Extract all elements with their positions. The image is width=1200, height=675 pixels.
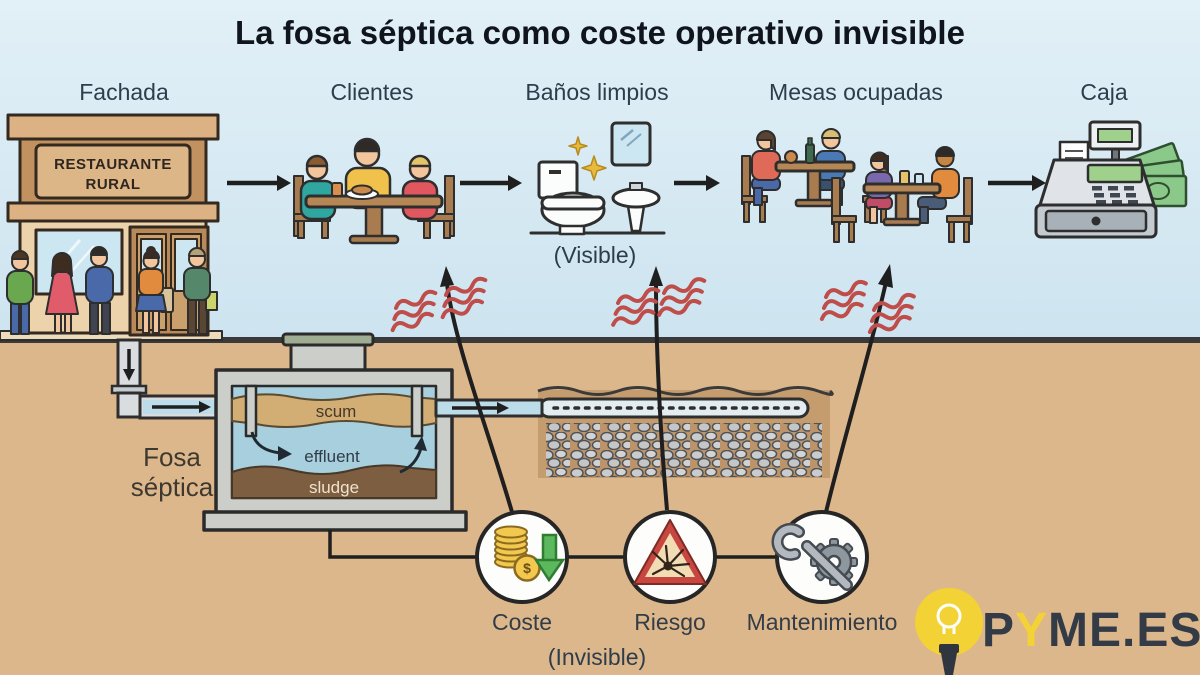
clean-bathroom-icon [529, 121, 666, 236]
sign-line-2: RURAL [86, 176, 141, 193]
risk-circle [623, 510, 717, 604]
cost-label: Coste [492, 609, 552, 635]
sparkle-icon [581, 155, 607, 181]
maintenance-circle [771, 510, 869, 604]
restaurant-table [774, 137, 856, 208]
fosa-septica-label-line1: Fosa [143, 442, 201, 472]
risk-label: Riesgo [634, 609, 706, 635]
dining-customers-icon [293, 137, 455, 245]
step-label-clientes: Clientes [330, 79, 413, 105]
step-label-fachada: Fachada [79, 79, 169, 105]
step-label-caja: Caja [1080, 79, 1128, 105]
fosa-septica-label-line2: séptica [131, 472, 214, 502]
cost-circle: $ [475, 510, 569, 604]
outlet-pipe [434, 398, 544, 418]
logo-text-p: P [982, 604, 1015, 657]
logo-text-y: Y [1015, 604, 1048, 657]
restaurant-facade-icon: RESTAURANTE RURAL [0, 113, 223, 341]
inlet-pipe [110, 338, 238, 420]
pedestrian [85, 246, 114, 335]
toilet-icon [537, 160, 606, 236]
scum-label: scum [316, 402, 357, 421]
visible-tag: (Visible) [554, 242, 637, 268]
coins-down-icon: $ [494, 525, 566, 583]
step-label-banos: Baños limpios [525, 79, 668, 105]
invisible-tag: (Invisible) [548, 644, 646, 670]
keypad [1092, 186, 1138, 205]
tank-to-cost-connector [328, 530, 477, 559]
sparkle-icon [568, 136, 588, 156]
dining-table [304, 182, 444, 245]
page-title: La fosa séptica como coste operativo inv… [235, 14, 965, 51]
logo-text-rest: ME.ES [1048, 604, 1200, 657]
pedestrian [135, 246, 174, 334]
maintenance-label: Mantenimiento [747, 609, 898, 635]
gravel-bed [546, 423, 822, 477]
septic-tank: scum effluent sludge [202, 332, 544, 532]
invisible-to-surface-arrows [440, 264, 893, 513]
sink-icon [611, 182, 661, 233]
mirror-icon [610, 121, 652, 167]
pedestrian [45, 252, 79, 334]
sludge-label: sludge [309, 478, 359, 497]
lightbulb-icon [915, 588, 983, 675]
sign-line-1: RESTAURANTE [54, 156, 172, 173]
scum-layer [231, 393, 437, 428]
wrench-icon [771, 522, 853, 591]
drain-field [537, 386, 834, 478]
dollar-coin-symbol: $ [523, 560, 531, 576]
occupied-tables-icon [741, 128, 973, 243]
restaurant-table [862, 170, 942, 227]
logo-text: PYME.ES [982, 604, 1200, 657]
explosion-warning-icon [633, 519, 707, 585]
step-label-mesas: Mesas ocupadas [769, 79, 943, 105]
wrench-gear-icon [771, 522, 858, 591]
tank-lid [281, 332, 375, 347]
cash-register-icon [1034, 120, 1188, 239]
diner [751, 130, 781, 206]
pedestrian [6, 250, 34, 335]
restaurant-sign: RESTAURANTE RURAL [34, 143, 192, 200]
effluent-label: effluent [304, 447, 360, 466]
pedestrian [183, 247, 218, 335]
pyme-logo: PYME.ES [915, 588, 1200, 675]
flow-arrow-icon [227, 175, 1046, 191]
